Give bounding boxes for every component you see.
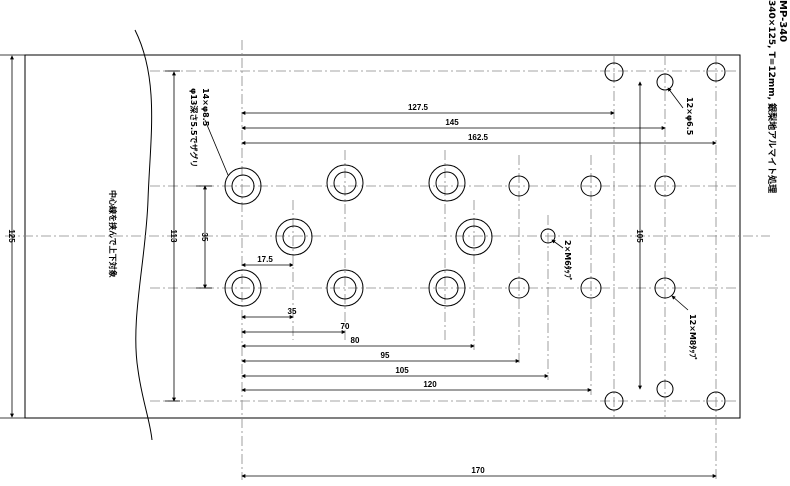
dim-162-5: 162.5 [468,133,489,142]
center-note: 中心線を挟んで上下対象 [108,190,118,278]
dim-125: 125 [7,229,16,243]
hole-note: 12×φ6.5 [685,97,694,136]
dim-70: 70 [341,322,350,331]
counterbored-holes [224,164,493,307]
small-holes [508,62,726,411]
phi65-hole [706,62,726,82]
dim-145: 145 [445,118,459,127]
dim-80: 80 [351,336,360,345]
m8-hole [508,277,530,299]
dim-170: 170 [471,466,485,475]
dim-105-v: 105 [635,229,644,243]
plate-outline [24,54,741,419]
counterbore-note-2: φ13深さ5.5でザグリ [189,88,199,168]
phi65-hole [604,391,624,411]
m8-hole [654,175,676,197]
counterbore-note-1: 14×φ8.5 [201,88,210,127]
dim-113: 113 [169,230,178,243]
counterbore-hole [455,218,493,256]
m8-hole [580,175,602,197]
dimension-lines [0,54,717,478]
center-lines [5,40,770,480]
m8-hole [508,175,530,197]
tap-m8-note: 12×M8ﾀｯﾌﾟ [688,314,698,361]
counterbore-hole [224,167,262,205]
m6-hole [540,228,556,244]
dim-120: 120 [423,380,437,389]
counterbore-hole [275,218,313,256]
dim-95: 95 [381,351,390,360]
dim-127-5: 127.5 [408,103,429,112]
counterbore-hole [428,269,466,307]
dim-35-v: 35 [200,233,209,242]
phi65-hole [656,73,674,91]
m8-hole [654,277,676,299]
break-line [134,29,153,441]
dim-35-h: 35 [288,307,297,316]
phi65-hole [604,62,624,82]
counterbore-hole [224,269,262,307]
title-code: MP-340 [777,0,788,42]
phi65-hole [656,380,674,398]
tap-m6-note: 2×M6ﾀｯﾌﾟ [563,240,573,282]
m8-hole [580,277,602,299]
title-spec: 340×125, T=12mm, 銀梨地アルマイト処理 [766,0,778,193]
counterbore-hole [428,164,466,202]
counterbore-hole [326,269,364,307]
counterbore-hole [326,164,364,202]
dim-105-h: 105 [395,366,409,375]
phi65-hole [706,391,726,411]
dim-17-5: 17.5 [257,255,273,264]
